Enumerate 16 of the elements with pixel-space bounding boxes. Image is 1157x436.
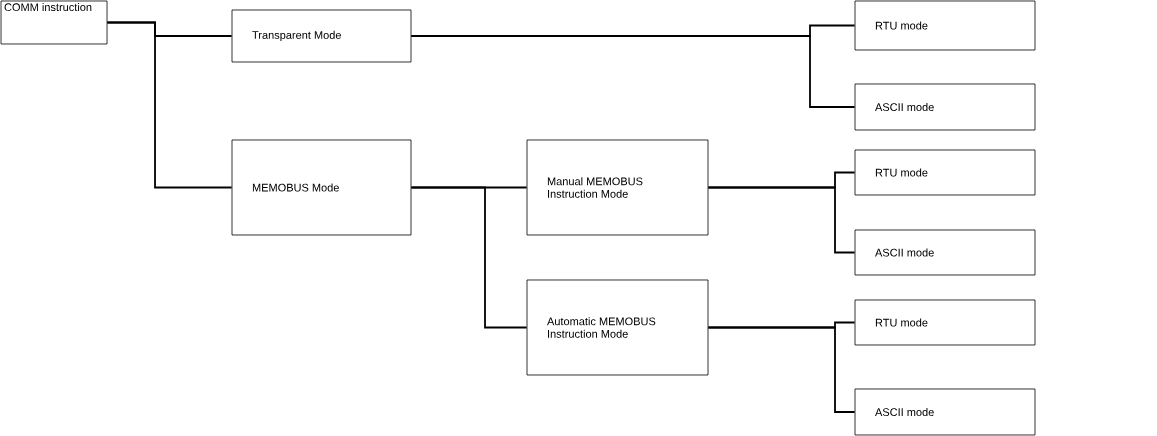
connector-line	[707, 186, 856, 254]
connector-line	[410, 186, 528, 329]
mode-box: RTU mode	[854, 149, 1036, 196]
mode-box: RTU mode	[854, 0, 1036, 51]
mode-box: Manual MEMOBUS Instruction Mode	[526, 139, 709, 236]
mode-box: Automatic MEMOBUS Instruction Mode	[526, 279, 709, 376]
mode-box: ASCII mode	[854, 83, 1036, 131]
mode-box: ASCII mode	[854, 388, 1036, 436]
mode-box: ASCII mode	[854, 229, 1036, 276]
mode-box: RTU mode	[854, 299, 1036, 346]
connector-line	[707, 326, 856, 413]
connector-line	[106, 21, 233, 189]
connector-line	[410, 35, 856, 108]
mode-box: Transparent Mode	[231, 9, 412, 63]
mode-box: MEMOBUS Mode	[231, 139, 412, 236]
mode-box: COMM instruction	[0, 0, 108, 45]
